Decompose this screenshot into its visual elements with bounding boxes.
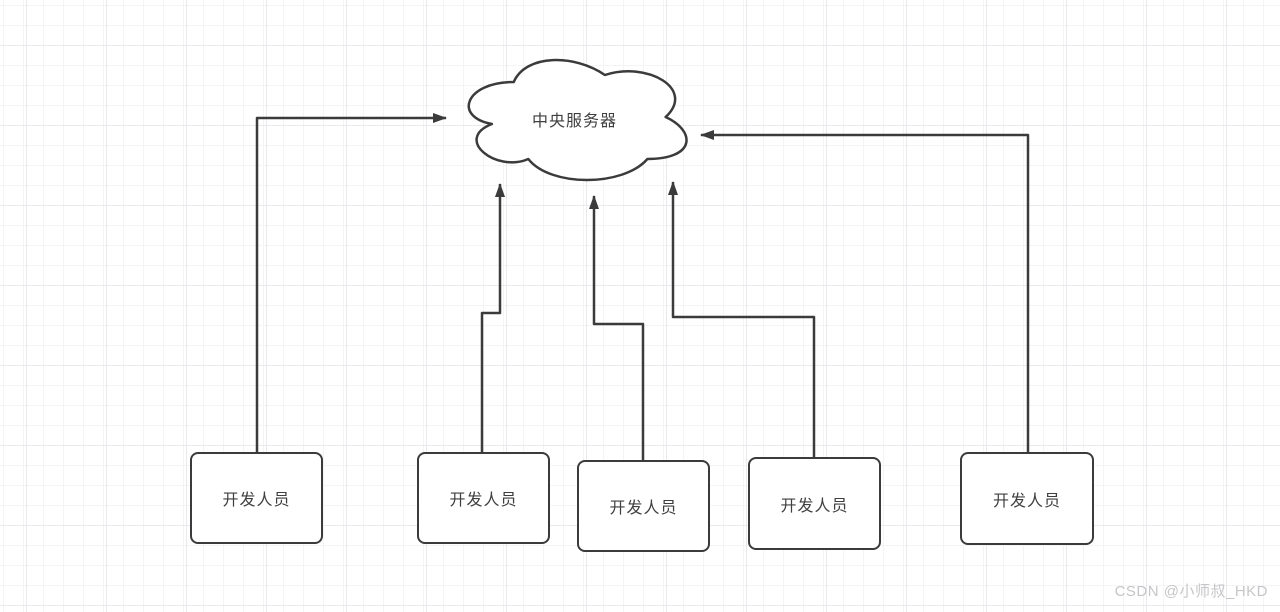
developer-3-label: 开发人员: [609, 500, 678, 517]
edge-dev4-to-server[interactable]: [668, 181, 816, 461]
edge-dev5-to-server[interactable]: [700, 130, 1030, 456]
node-developer-3[interactable]: 开发人员: [577, 460, 710, 552]
node-developer-1[interactable]: 开发人员: [190, 452, 323, 544]
csdn-watermark: CSDN @小师叔_HKD: [1114, 583, 1268, 600]
node-developer-5[interactable]: 开发人员: [960, 452, 1094, 545]
edge-dev1-to-server[interactable]: [255, 113, 447, 456]
developer-1-label: 开发人员: [222, 492, 291, 509]
edge-dev2-to-server[interactable]: [480, 183, 505, 456]
developer-2-label: 开发人员: [449, 492, 518, 509]
developer-4-label: 开发人员: [780, 497, 849, 515]
central-server-label: 中央服务器: [531, 113, 617, 130]
node-central-server-cloud[interactable]: [467, 58, 688, 182]
node-developer-4[interactable]: 开发人员: [748, 457, 881, 550]
edge-dev3-to-server[interactable]: [589, 195, 645, 464]
developer-5-label: 开发人员: [992, 492, 1061, 510]
node-developer-2[interactable]: 开发人员: [417, 452, 550, 544]
